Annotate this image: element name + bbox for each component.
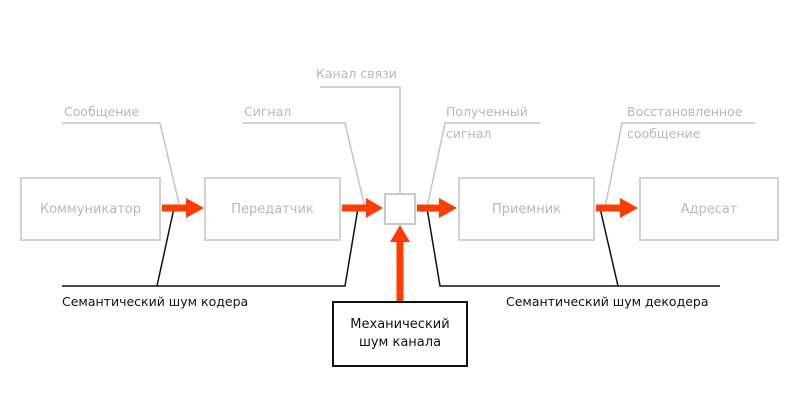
receiver-label: Приемник xyxy=(491,201,562,217)
message-label: Сообщение xyxy=(64,104,140,119)
restored-message-label-line1: Восстановленное xyxy=(627,104,743,119)
restored-message-label-line2: сообщение xyxy=(627,126,701,141)
channel-block xyxy=(384,193,416,225)
communicator-block: Коммуникатор xyxy=(20,177,161,241)
arrow-receiver-to-addressee xyxy=(596,198,638,218)
mechanical-noise-label-line2: шум канала xyxy=(358,335,442,350)
mechanical-noise-label-line1: Механический xyxy=(350,317,450,332)
received-signal-label-line2: сигнал xyxy=(446,126,492,141)
received-signal-leader-line xyxy=(426,122,540,209)
arrow-transmitter-to-channel xyxy=(342,198,383,218)
arrow-mechanical-noise-to-channel xyxy=(390,225,410,301)
encoder-noise-label: Семантический шум кодера xyxy=(62,294,249,309)
decoder-noise-line-2 xyxy=(426,207,618,287)
transmitter-block: Передатчик xyxy=(204,177,341,241)
signal-label: Сигнал xyxy=(244,104,292,119)
receiver-block: Приемник xyxy=(458,177,595,241)
message-leader-line xyxy=(62,122,181,209)
restored-message-leader-line xyxy=(604,122,755,209)
addressee-block: Адресат xyxy=(639,177,779,241)
transmitter-label: Передатчик xyxy=(231,201,314,217)
arrow-channel-to-receiver xyxy=(417,198,457,218)
arrow-communicator-to-transmitter xyxy=(162,198,204,218)
encoder-noise-line-2 xyxy=(157,207,359,287)
channel-label: Канал связи xyxy=(316,66,397,81)
channel-leader-line xyxy=(320,86,401,193)
communicator-label: Коммуникатор xyxy=(39,201,142,217)
mechanical-noise-block: Механический шум канала xyxy=(332,301,468,367)
addressee-label: Адресат xyxy=(680,201,738,217)
received-signal-label-line1: Полученный xyxy=(446,104,528,119)
decoder-noise-label: Семантический шум декодера xyxy=(506,294,709,309)
signal-leader-line xyxy=(242,122,366,209)
